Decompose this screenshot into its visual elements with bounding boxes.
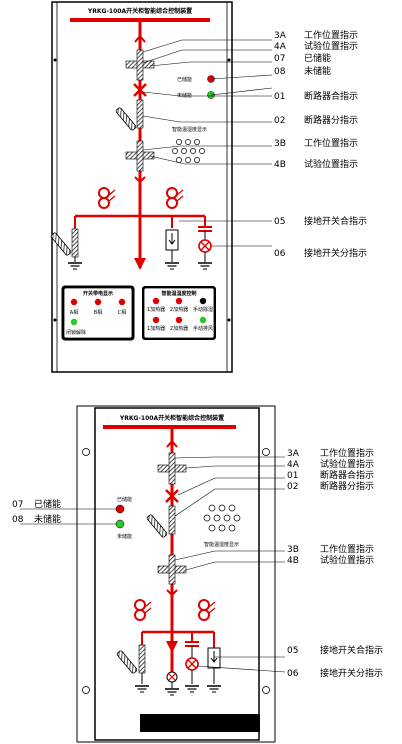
bottom-text-3b: 工作位置指示 (320, 543, 374, 555)
top-text-08: 未储能 (304, 65, 331, 77)
top-code-4a: 4A (274, 42, 287, 52)
top-leader-lines (142, 39, 273, 247)
top-voltage-box-title: 开关带电显示 (83, 290, 113, 297)
bottom-text-07: 已储能 (34, 498, 61, 510)
top-bus-bar (70, 18, 210, 22)
top-voltage-phase-c: C相 (118, 309, 127, 316)
bottom-text-08: 未储能 (34, 513, 61, 525)
top-unstored-label: 未储能 (177, 92, 192, 99)
top-voltage-lamp-c (118, 298, 126, 306)
top-position-indicator-4b (136, 140, 144, 172)
bottom-earthing-switch (115, 644, 150, 693)
bottom-text-4b: 试验位置指示 (320, 554, 374, 566)
bottom-display-bar (140, 714, 260, 732)
bottom-code-07: 07 (12, 500, 23, 510)
bottom-breaker-closed-indicator (165, 489, 179, 503)
top-code-06: 06 (274, 249, 286, 259)
bottom-text-05: 接地开关合指示 (320, 644, 383, 656)
top-code-07: 07 (274, 54, 285, 64)
top-humidity-dots (172, 139, 205, 163)
top-load-arrow (134, 258, 146, 270)
top-humidity-label: 智能温湿度显示 (172, 126, 207, 133)
top-voltage-sensor (197, 226, 213, 270)
bottom-panel-frame (94, 407, 260, 741)
top-code-4b: 4B (274, 160, 286, 170)
top-text-3b: 工作位置指示 (304, 137, 358, 149)
bottom-earthing-open-indicator (164, 641, 180, 696)
top-code-05: 05 (274, 217, 285, 227)
bottom-unstored-lamp (115, 519, 125, 529)
bottom-code-08: 08 (12, 515, 24, 525)
top-text-06: 接地开关分指示 (304, 247, 367, 259)
top-temperature-control-box: 智能温湿度控制 1加热器 2加热器 手动除湿 1加热器 2加热器 手动排风 (142, 286, 216, 340)
bottom-humidity-label: 智能温湿度显示 (204, 541, 239, 548)
bottom-text-02: 断路器分指示 (320, 480, 374, 492)
top-text-3a: 工作位置指示 (304, 29, 358, 41)
top-tc-label-4: 1加热器 (147, 325, 165, 332)
bottom-text-3a: 工作位置指示 (320, 447, 374, 459)
bottom-code-4b: 4B (287, 556, 299, 566)
top-tc-box-title: 智能温湿度控制 (161, 290, 196, 297)
bottom-text-4a: 试验位置指示 (320, 458, 374, 470)
bottom-code-4a: 4A (287, 460, 300, 470)
bottom-unstored-label: 未储能 (117, 533, 132, 540)
top-breaker-open-indicator (136, 99, 144, 129)
top-position-indicator-4a (136, 49, 144, 81)
top-lock-lamp (70, 318, 78, 326)
top-text-4b: 试验位置指示 (304, 158, 358, 170)
bottom-position-indicator-4b (168, 554, 176, 585)
bottom-humidity-dots (203, 504, 241, 532)
top-tc-label-1: 1加热器 (147, 306, 165, 313)
top-voltage-phase-b: B相 (94, 309, 102, 316)
top-lock-label: 闭锁解除 (66, 329, 86, 336)
top-earthing-switch (49, 228, 83, 270)
bottom-breaker-open-indicator (168, 505, 176, 535)
top-code-02: 02 (274, 116, 285, 126)
bottom-code-02: 02 (287, 482, 298, 492)
bottom-code-3b: 3B (287, 545, 299, 555)
top-code-08: 08 (274, 67, 286, 77)
top-panel: YRKG-100A开关柜智能综合控制装置 已储能 未储能 智能温湿度显示 (49, 1, 367, 373)
top-surge-arrester (164, 229, 180, 270)
bottom-stored-label: 已储能 (117, 496, 132, 503)
top-code-3b: 3B (274, 139, 286, 149)
top-code-3a: 3A (274, 31, 287, 41)
top-panel-title: YRKG-100A开关柜智能综合控制装置 (87, 7, 192, 15)
top-stored-label: 已储能 (177, 76, 192, 83)
bottom-text-01: 断路器合指示 (320, 469, 374, 481)
top-voltage-lamp-a (70, 298, 78, 306)
bottom-voltage-sensor (184, 641, 200, 693)
bottom-code-01: 01 (287, 471, 298, 481)
top-voltage-display-box: 开关带电显示 A相 B相 C相 闭锁解除 (61, 285, 135, 341)
bottom-code-05: 05 (287, 646, 298, 656)
top-text-01: 断路器合指示 (304, 90, 358, 102)
top-voltage-lamp-b (94, 298, 102, 306)
bottom-earthing-closed-indicator (138, 644, 146, 674)
bottom-code-3a: 3A (287, 449, 300, 459)
bottom-leader-lines (20, 456, 286, 673)
top-text-4a: 试验位置指示 (304, 40, 358, 52)
top-breaker-closed-indicator (133, 83, 147, 97)
bottom-panel: YRKG-100A开关柜智能综合控制装置 已储能 未储能 智能温湿度显示 (12, 405, 383, 743)
top-text-02: 断路器分指示 (304, 114, 358, 126)
top-tc-label-3: 手动除湿 (193, 306, 213, 313)
bottom-code-06: 06 (287, 669, 299, 679)
bottom-surge-arrester (206, 647, 222, 693)
bottom-text-06: 接地开关分指示 (320, 667, 383, 679)
top-earthing-closed-indicator (71, 228, 79, 258)
bottom-position-indicator-4a (168, 452, 176, 485)
top-tc-label-2: 2加热器 (170, 306, 188, 313)
top-text-05: 接地开关合指示 (304, 215, 367, 227)
top-code-01: 01 (274, 92, 285, 102)
bottom-panel-title: YRKG-100A开关柜智能综合控制装置 (119, 414, 224, 422)
top-tc-label-5: 2加热器 (170, 325, 188, 332)
top-voltage-phase-a: A相 (70, 309, 78, 316)
top-text-07: 已储能 (304, 52, 331, 64)
bottom-bus-bar (103, 425, 236, 429)
bottom-stored-lamp (115, 504, 125, 514)
top-tc-label-6: 手动排风 (193, 325, 213, 332)
